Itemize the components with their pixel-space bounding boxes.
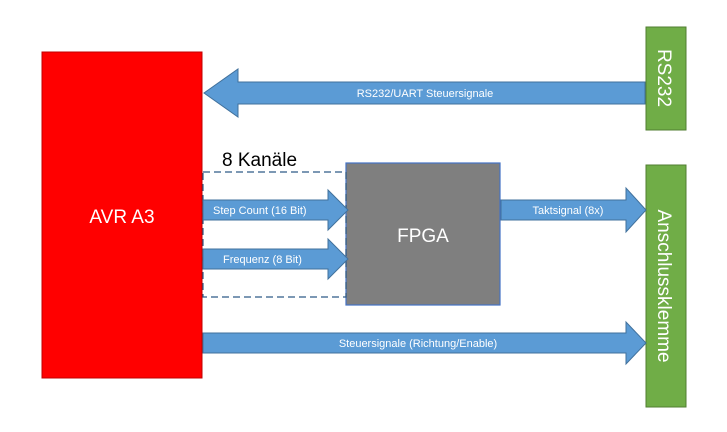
rs232-block-label: RS232 [653, 49, 674, 107]
avr-block [41, 51, 203, 379]
channel-group-label: 8 Kanäle [222, 150, 297, 171]
taktsignal-arrow [500, 186, 647, 234]
channel-group-box [202, 171, 347, 298]
fpga-block [345, 162, 501, 306]
frequenz-arrow-label: Frequenz (8 Bit) [223, 254, 302, 266]
anschlussklemme-block-label: Anschlussklemme [653, 209, 674, 362]
avr-block-label: AVR A3 [89, 207, 154, 228]
anschlussklemme-block [645, 164, 687, 408]
steuersignale-arrow-label: Steuersignale (Richtung/Enable) [339, 338, 497, 350]
fpga-block-label: FPGA [397, 226, 449, 247]
rs232-uart-arrow-label: RS232/UART Steuersignale [357, 88, 494, 100]
frequenz-arrow [202, 237, 349, 281]
rs232-uart-arrow [203, 68, 646, 118]
steuersignale-arrow [202, 320, 647, 366]
step-count-arrow-label: Step Count (16 Bit) [213, 205, 307, 217]
rs232-block [645, 26, 687, 131]
taktsignal-arrow-label: Taktsignal (8x) [533, 205, 604, 217]
step-count-arrow [202, 188, 349, 232]
